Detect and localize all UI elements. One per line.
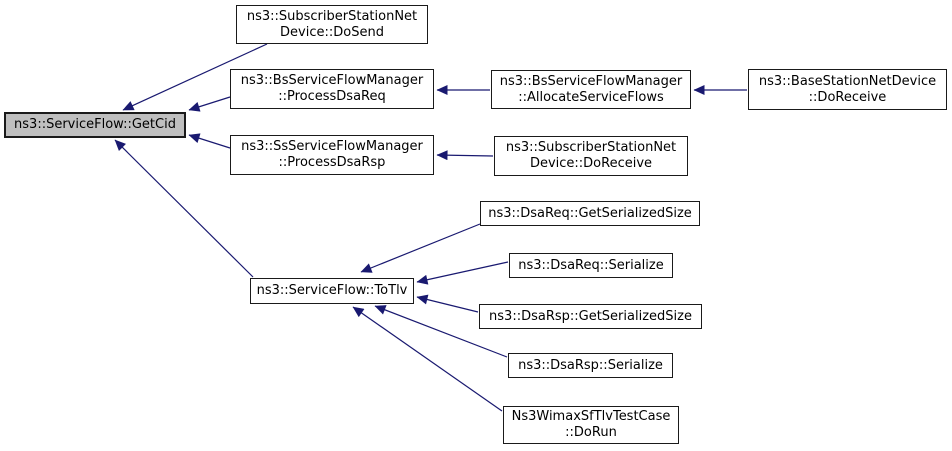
node-serviceflow-totlv[interactable]: ns3::ServiceFlow::ToTlv (250, 278, 414, 304)
node-bsserviceflowmanager-processdsareq[interactable]: ns3::BsServiceFlowManager ::ProcessDsaRe… (230, 69, 434, 109)
node-serviceflow-getcid[interactable]: ns3::ServiceFlow::GetCid (4, 112, 186, 138)
node-label: ns3::SsServiceFlowManager ::ProcessDsaRs… (241, 139, 423, 170)
edge-dsareq-serialize-to-totlv (416, 261, 509, 285)
edge-dsarsp-getsize-to-totlv (416, 294, 479, 313)
node-label: ns3::BaseStationNetDevice ::DoReceive (758, 73, 937, 105)
edge-totlv-to-getcid (114, 139, 254, 278)
node-dsarsp-serialize[interactable]: ns3::DsaRsp::Serialize (508, 353, 673, 378)
node-subscriberstationnetdevice-dosend[interactable]: ns3::SubscriberStationNet Device::DoSend (236, 5, 428, 44)
edge-dsarsp-serialize-to-totlv (374, 305, 508, 358)
edge-dorun-to-totlv (352, 306, 503, 412)
node-ssserviceflowmanager-processdsarsp[interactable]: ns3::SsServiceFlowManager ::ProcessDsaRs… (230, 135, 434, 175)
node-dsareq-getserializedsize[interactable]: ns3::DsaReq::GetSerializedSize (480, 201, 700, 226)
node-bsserviceflowmanager-allocateserviceflows[interactable]: ns3::BsServiceFlowManager ::AllocateServ… (491, 70, 691, 109)
node-label: ns3::ServiceFlow::ToTlv (256, 283, 408, 299)
node-label: ns3::SubscriberStationNet Device::DoRece… (505, 140, 677, 171)
node-label: ns3::DsaRsp::Serialize (518, 357, 663, 373)
node-label: ns3::DsaReq::GetSerializedSize (488, 205, 692, 221)
node-dsareq-serialize[interactable]: ns3::DsaReq::Serialize (509, 253, 673, 278)
node-label: ns3::BsServiceFlowManager ::ProcessDsaRe… (240, 73, 424, 104)
edge-processdsareq-to-getcid (188, 96, 231, 112)
node-ns3wimaxsftlvtestcase-dorun[interactable]: Ns3WimaxSfTlvTestCase ::DoRun (503, 406, 679, 444)
edge-ssdoreceive-to-processdsarsp (436, 150, 494, 161)
node-label: ns3::DsaReq::Serialize (518, 257, 664, 273)
node-dsarsp-getserializedsize[interactable]: ns3::DsaRsp::GetSerializedSize (479, 304, 702, 329)
node-label: ns3::SubscriberStationNet Device::DoSend (246, 8, 418, 40)
node-basestationnetdevice-doreceive[interactable]: ns3::BaseStationNetDevice ::DoReceive (748, 69, 947, 110)
node-label: ns3::DsaRsp::GetSerializedSize (489, 308, 692, 324)
edge-processdsarsp-to-getcid (188, 133, 231, 149)
node-label: ns3::ServiceFlow::GetCid (14, 117, 176, 133)
node-label: Ns3WimaxSfTlvTestCase ::DoRun (511, 409, 671, 440)
edge-dosend-to-getcid (122, 43, 268, 111)
node-subscriberstationnetdevice-doreceive[interactable]: ns3::SubscriberStationNet Device::DoRece… (494, 136, 688, 176)
edge-dsareq-getsize-to-totlv (360, 223, 481, 273)
node-label: ns3::BsServiceFlowManager ::AllocateServ… (499, 73, 683, 105)
